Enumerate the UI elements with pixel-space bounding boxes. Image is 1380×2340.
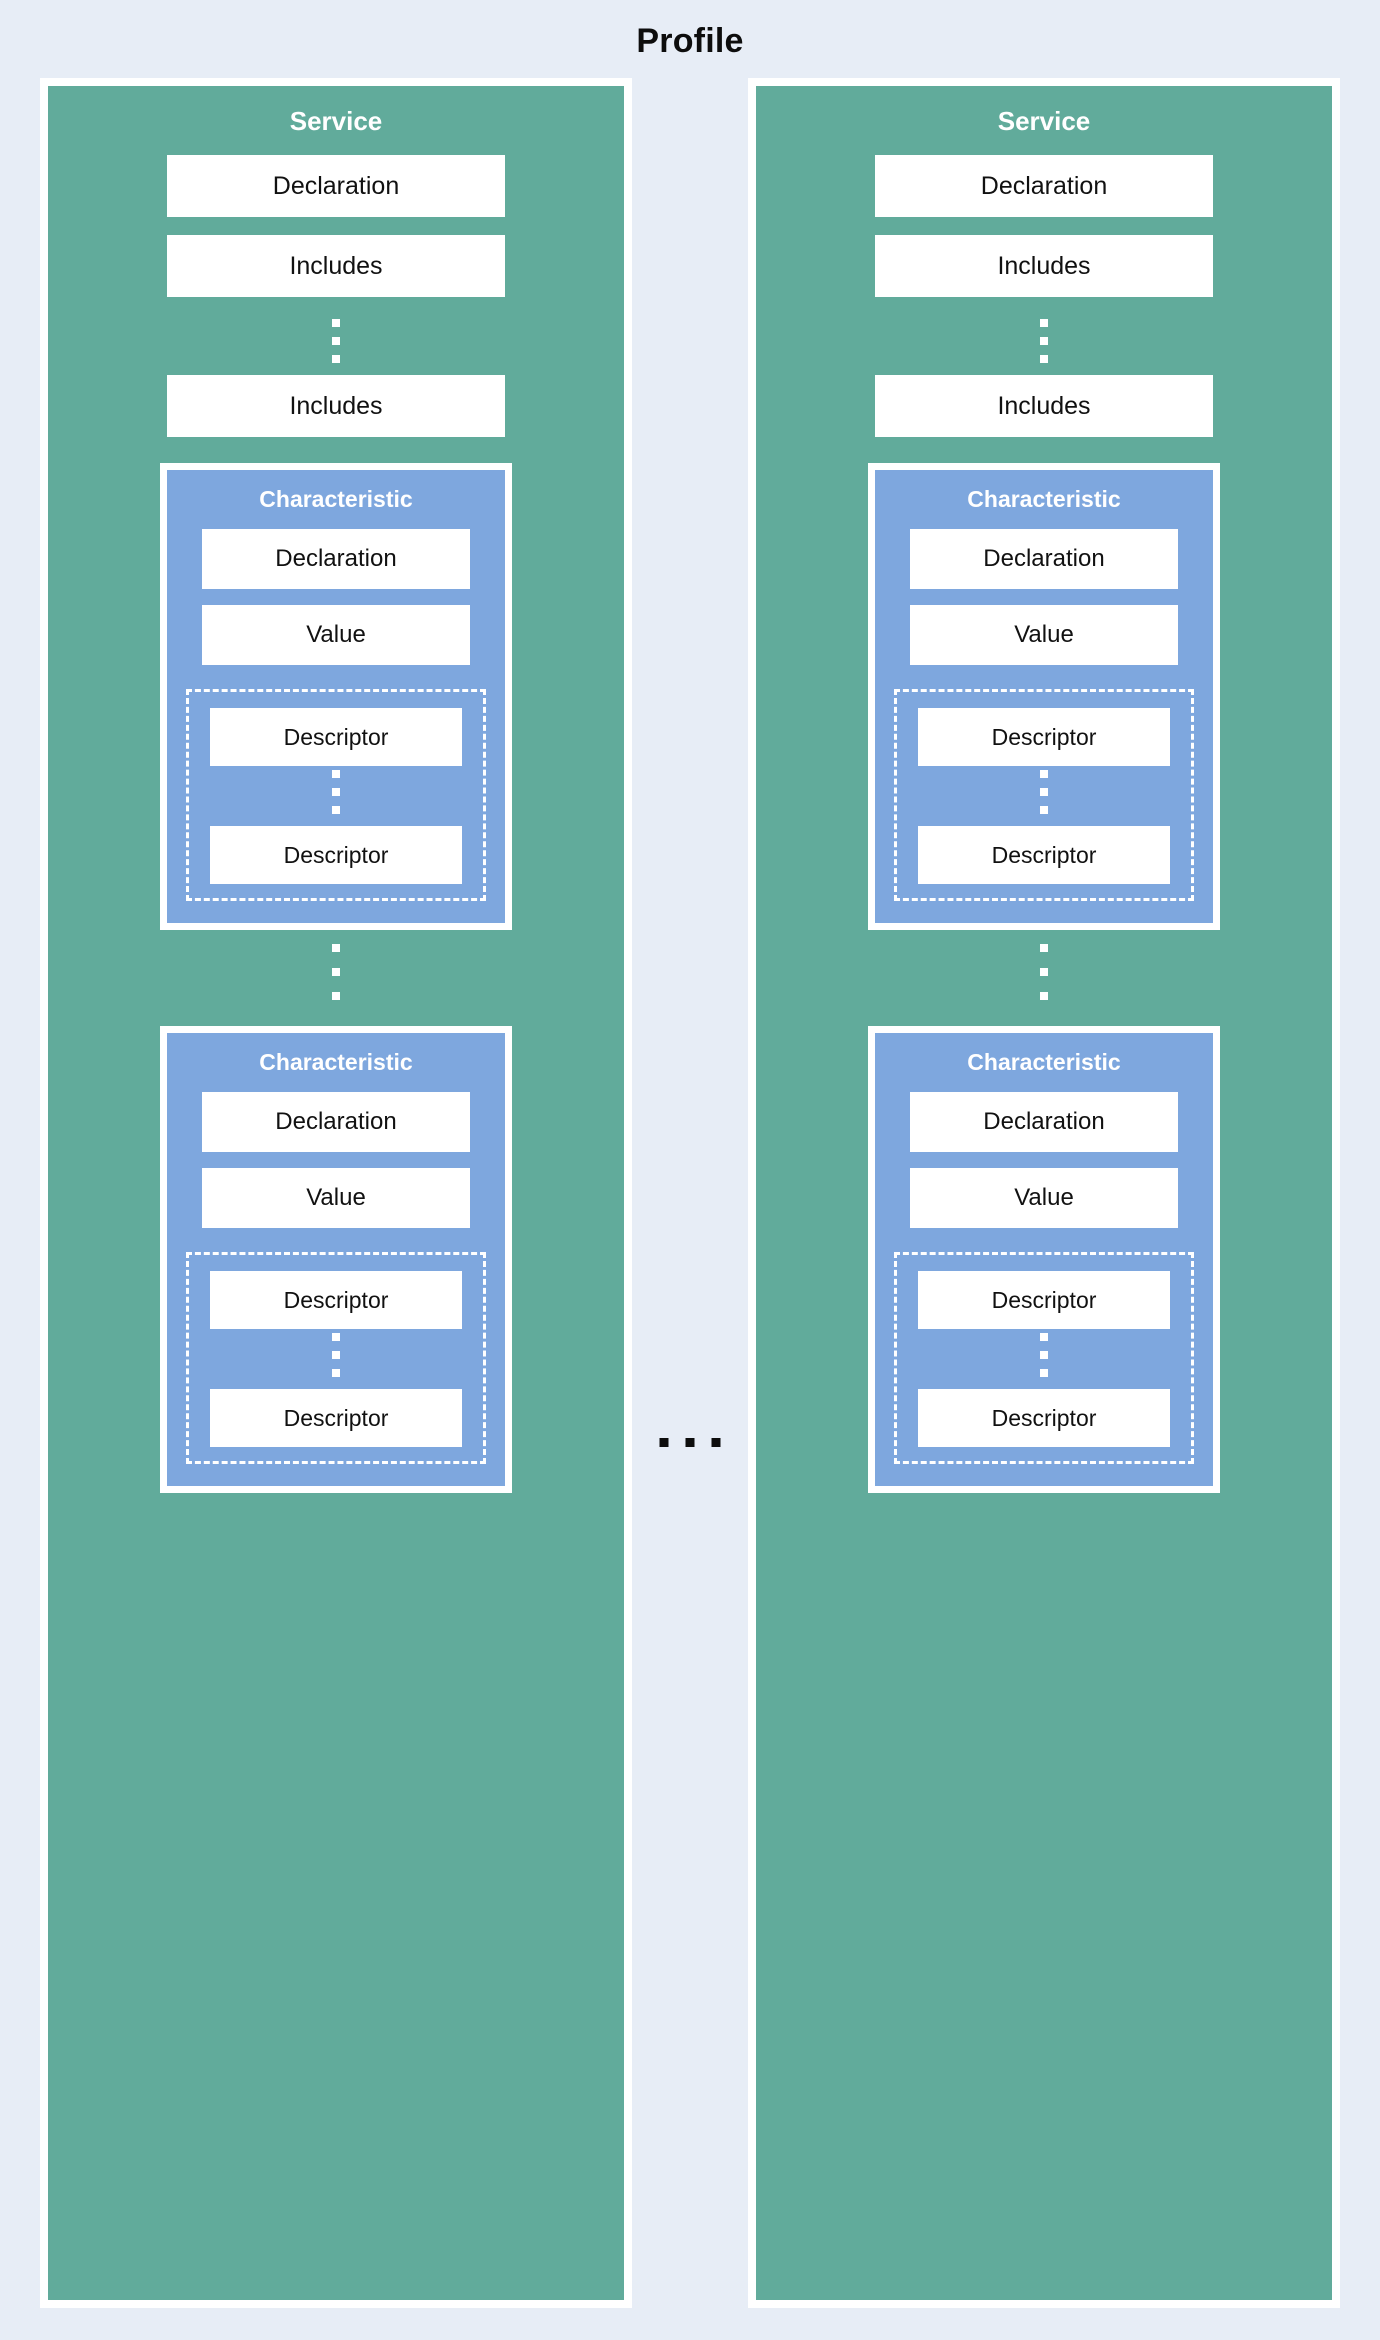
service-includes-ellipsis-icon <box>332 319 340 363</box>
descriptor-box-first[interactable]: Descriptor <box>918 708 1170 766</box>
characteristic-title: Characteristic <box>259 486 413 512</box>
descriptor-ellipsis-icon <box>332 1333 340 1377</box>
descriptor-group: Descriptor Descriptor <box>894 1252 1194 1464</box>
service-box[interactable]: Service Declaration Includes Includes Ch… <box>40 78 632 2308</box>
descriptor-group: Descriptor Descriptor <box>186 1252 486 1464</box>
characteristic-declaration-box[interactable]: Declaration <box>910 529 1178 589</box>
service-column-left: Service Declaration Includes Includes Ch… <box>40 78 632 2308</box>
descriptor-ellipsis-icon <box>332 770 340 814</box>
descriptor-box-last[interactable]: Descriptor <box>210 826 462 884</box>
descriptor-box-first[interactable]: Descriptor <box>918 1271 1170 1329</box>
service-title: Service <box>289 106 383 136</box>
service-includes-box-last[interactable]: Includes <box>167 375 505 437</box>
descriptor-group: Descriptor Descriptor <box>186 689 486 901</box>
descriptor-box-last[interactable]: Descriptor <box>918 826 1170 884</box>
page-title: Profile <box>636 22 744 60</box>
descriptor-group: Descriptor Descriptor <box>894 689 1194 901</box>
services-ellipsis-icon <box>659 1438 721 1447</box>
characteristic-ellipsis-icon <box>332 944 340 1000</box>
characteristic-title: Characteristic <box>259 1049 413 1075</box>
characteristic-box[interactable]: Characteristic Declaration Value Descrip… <box>160 463 512 930</box>
services-gap <box>652 78 728 2308</box>
service-title: Service <box>997 106 1091 136</box>
characteristic-box[interactable]: Characteristic Declaration Value Descrip… <box>868 463 1220 930</box>
characteristic-title: Characteristic <box>967 486 1121 512</box>
descriptor-box-last[interactable]: Descriptor <box>210 1389 462 1447</box>
characteristic-box[interactable]: Characteristic Declaration Value Descrip… <box>868 1026 1220 1493</box>
characteristic-value-box[interactable]: Value <box>910 1168 1178 1228</box>
characteristic-declaration-box[interactable]: Declaration <box>202 529 470 589</box>
services-row: Service Declaration Includes Includes Ch… <box>40 78 1340 2308</box>
characteristic-value-box[interactable]: Value <box>910 605 1178 665</box>
characteristic-ellipsis-icon <box>1040 944 1048 1000</box>
service-box[interactable]: Service Declaration Includes Includes Ch… <box>748 78 1340 2308</box>
service-column-right: Service Declaration Includes Includes Ch… <box>748 78 1340 2308</box>
service-includes-box-first[interactable]: Includes <box>875 235 1213 297</box>
characteristic-box[interactable]: Characteristic Declaration Value Descrip… <box>160 1026 512 1493</box>
characteristic-declaration-box[interactable]: Declaration <box>202 1092 470 1152</box>
characteristic-declaration-box[interactable]: Declaration <box>910 1092 1178 1152</box>
service-declaration-box[interactable]: Declaration <box>875 155 1213 217</box>
descriptor-ellipsis-icon <box>1040 1333 1048 1377</box>
service-declaration-box[interactable]: Declaration <box>167 155 505 217</box>
descriptor-box-first[interactable]: Descriptor <box>210 1271 462 1329</box>
characteristic-value-box[interactable]: Value <box>202 605 470 665</box>
characteristic-title: Characteristic <box>967 1049 1121 1075</box>
service-includes-box-last[interactable]: Includes <box>875 375 1213 437</box>
characteristic-value-box[interactable]: Value <box>202 1168 470 1228</box>
service-includes-ellipsis-icon <box>1040 319 1048 363</box>
descriptor-ellipsis-icon <box>1040 770 1048 814</box>
descriptor-box-first[interactable]: Descriptor <box>210 708 462 766</box>
descriptor-box-last[interactable]: Descriptor <box>918 1389 1170 1447</box>
service-includes-box-first[interactable]: Includes <box>167 235 505 297</box>
